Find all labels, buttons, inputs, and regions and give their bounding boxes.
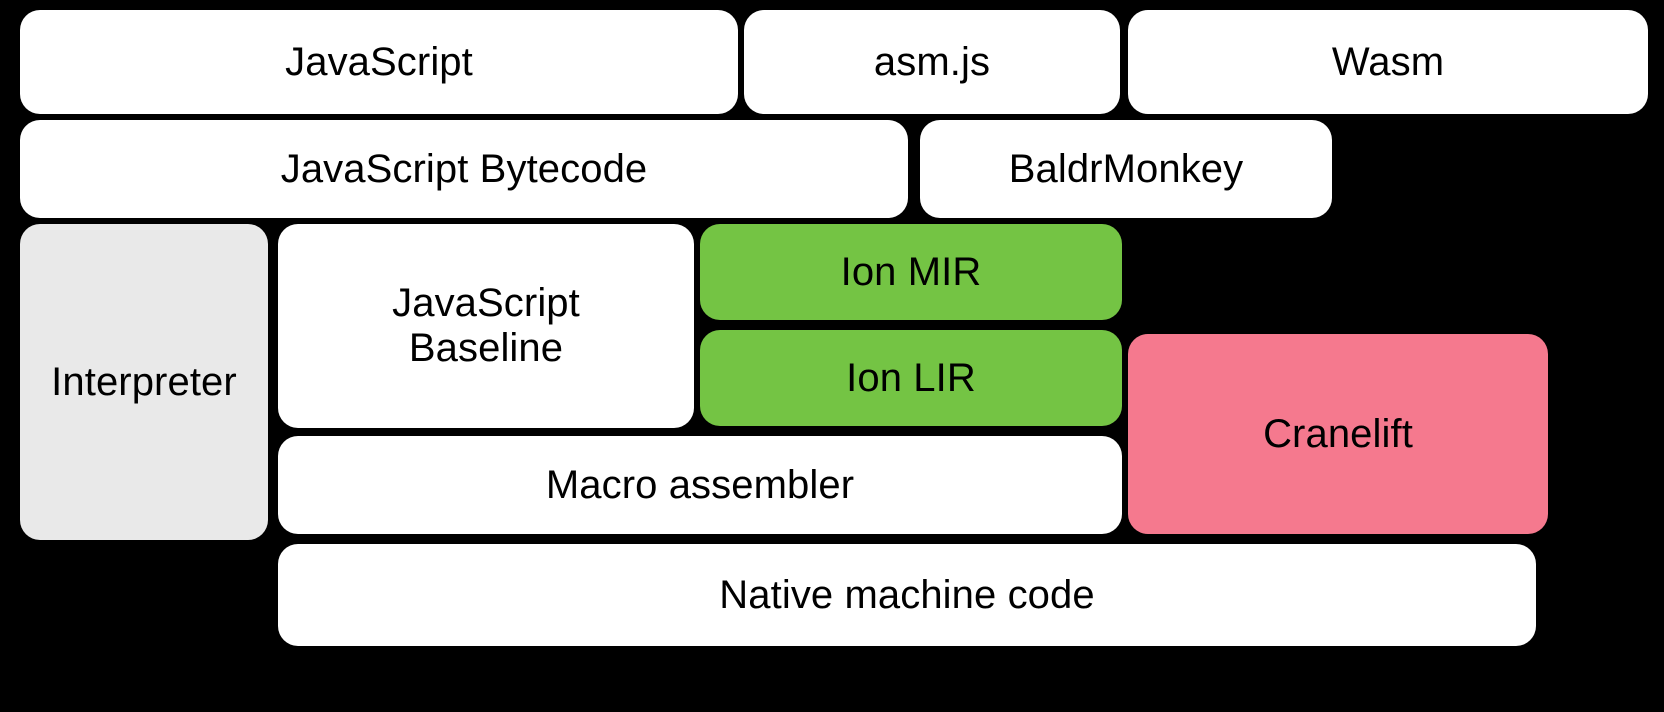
node-label: Macro assembler <box>545 462 855 507</box>
node-label: Ion LIR <box>846 355 976 400</box>
node-label: JavaScript <box>285 39 473 84</box>
node-macro-assembler[interactable]: Macro assembler <box>278 436 1122 534</box>
node-native-machine-code[interactable]: Native machine code <box>278 544 1536 646</box>
node-javascript-bytecode[interactable]: JavaScript Bytecode <box>20 120 908 218</box>
node-label: Native machine code <box>719 572 1095 617</box>
node-label: BaldrMonkey <box>1008 146 1244 191</box>
node-javascript[interactable]: JavaScript <box>20 10 738 114</box>
node-baldrmonkey[interactable]: BaldrMonkey <box>920 120 1332 218</box>
node-ion-lir[interactable]: Ion LIR <box>700 330 1122 426</box>
node-cranelift[interactable]: Cranelift <box>1128 334 1548 534</box>
node-asmjs[interactable]: asm.js <box>744 10 1120 114</box>
node-ion-mir[interactable]: Ion MIR <box>700 224 1122 320</box>
node-label: JavaScript Bytecode <box>280 146 648 191</box>
node-javascript-baseline[interactable]: JavaScript Baseline <box>278 224 694 428</box>
node-wasm[interactable]: Wasm <box>1128 10 1648 114</box>
node-interpreter[interactable]: Interpreter <box>20 224 268 540</box>
node-label: Wasm <box>1331 39 1445 84</box>
node-label: Cranelift <box>1263 411 1413 456</box>
node-label: asm.js <box>873 39 991 84</box>
node-label: JavaScript Baseline <box>392 281 580 370</box>
node-label: Interpreter <box>51 359 237 404</box>
node-label: Ion MIR <box>840 249 982 294</box>
